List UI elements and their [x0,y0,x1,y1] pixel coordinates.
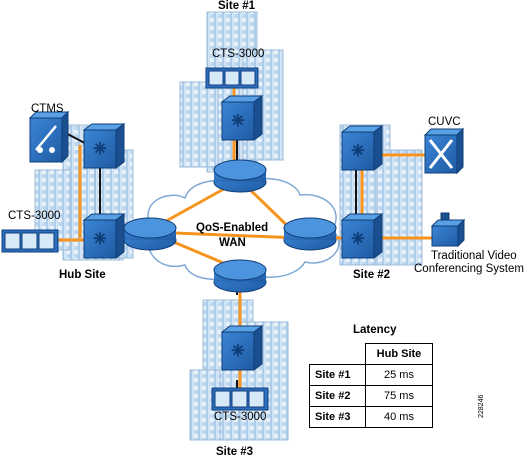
ctms-server-icon [28,110,70,164]
cts-site3-label: CTS-3000 [214,411,267,423]
cuvc-device-icon [423,127,465,175]
figure-id: 228246 [478,394,485,418]
site3-label: Site #3 [216,446,254,458]
hub-site-label: Hub Site [59,269,106,281]
svg-text:✳: ✳ [231,113,244,130]
router-site3-icon [213,259,267,293]
cuvc-label: CUVC [428,116,461,128]
svg-text:✳: ✳ [93,231,106,248]
wan-label-line1: QoS-Enabled [196,222,269,234]
switch-site2-lower-icon: ✳ [340,213,384,259]
latency-value-cell: 75 ms [364,385,434,407]
cts-hub-icon [1,229,59,253]
switch-site1-icon: ✳ [220,95,264,141]
latency-site-cell: Site #3 [309,406,366,428]
table-row: Site #2 75 ms [309,385,434,407]
latency-value-cell: 25 ms [364,364,434,386]
switch-site3-icon: ✳ [220,325,264,371]
switch-hub-lower-icon: ✳ [82,213,126,259]
svg-text:✳: ✳ [351,143,364,160]
svg-text:✳: ✳ [231,343,244,360]
svg-text:✳: ✳ [351,231,364,248]
switch-hub-upper-icon: ✳ [82,123,126,169]
site1-label: Site #1 [218,0,256,12]
wan-label-line2: WAN [219,237,246,249]
switch-icons: ✳ ✳ ✳ ✳ ✳ ✳ [82,95,384,371]
cts-site3-icon [211,387,269,411]
ctms-label: CTMS [31,103,64,115]
video-conferencing-system-icon [430,212,466,248]
router-site2-icon [283,217,337,251]
latency-table-column-header: Hub Site [364,343,434,365]
site1-buildings [179,11,284,173]
cts-hub-label: CTS-3000 [8,210,61,222]
svg-text:✳: ✳ [93,141,106,158]
cts-site1-icon [205,67,259,89]
switch-site2-upper-icon: ✳ [340,125,384,171]
latency-table: Hub Site Site #1 25 ms Site #2 75 ms Sit… [309,343,434,428]
table-row: Site #1 25 ms [309,364,434,386]
latency-table-header-row: Hub Site [309,343,434,365]
table-row: Site #3 40 ms [309,406,434,428]
latency-value-cell: 40 ms [364,406,434,428]
video-system-label-line2: Conferencing System [414,263,524,275]
router-icons [123,159,337,293]
router-site1-icon [213,159,267,193]
latency-site-cell: Site #1 [309,364,366,386]
latency-site-cell: Site #2 [309,385,366,407]
latency-table-corner [309,343,366,365]
latency-table-title: Latency [353,324,397,336]
router-hub-icon [123,217,177,251]
site2-label: Site #2 [353,269,391,281]
video-system-label-line1: Traditional Video [431,250,517,262]
cts-site1-label: CTS-3000 [212,48,265,60]
